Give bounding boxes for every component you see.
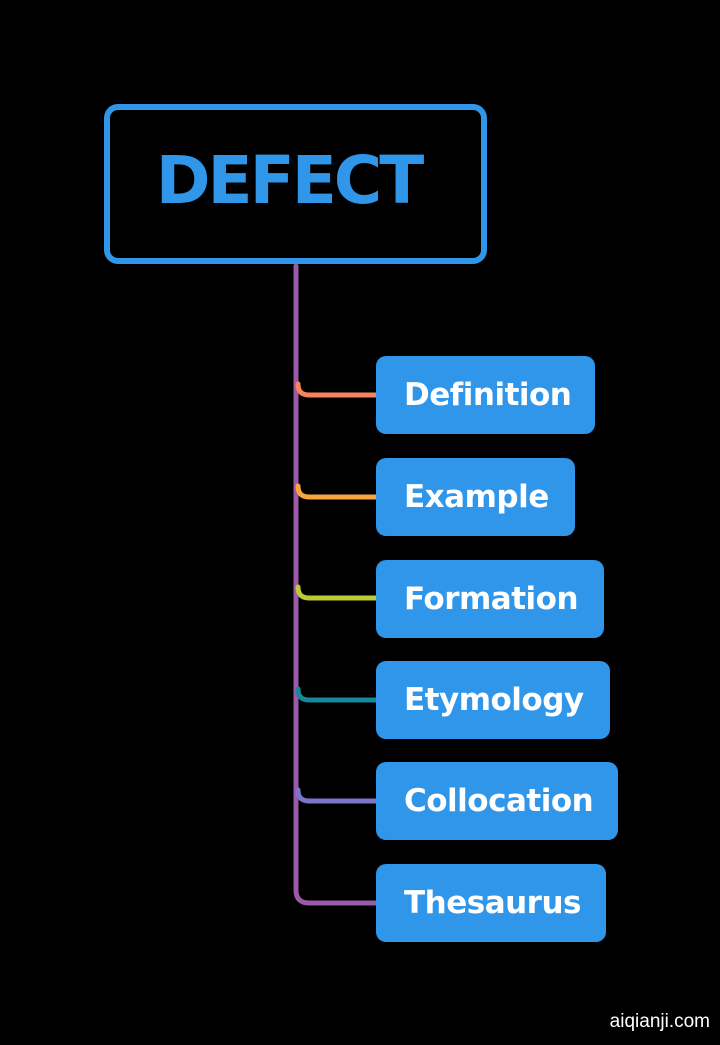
- node-definition[interactable]: Definition: [376, 356, 595, 434]
- node-thesaurus[interactable]: Thesaurus: [376, 864, 606, 942]
- connector-collocation: [295, 787, 381, 804]
- root-title: DEFECT: [155, 142, 424, 219]
- connector-formation: [295, 584, 381, 601]
- node-etymology[interactable]: Etymology: [376, 661, 610, 739]
- node-label: Formation: [404, 581, 579, 617]
- connector-example: [295, 483, 381, 500]
- node-label: Example: [404, 479, 549, 515]
- connector-etymology: [295, 686, 381, 703]
- node-formation[interactable]: Formation: [376, 560, 604, 638]
- node-label: Thesaurus: [404, 885, 582, 921]
- node-label: Collocation: [404, 783, 594, 819]
- node-label: Etymology: [404, 682, 584, 718]
- root-node: DEFECT: [104, 104, 487, 264]
- node-collocation[interactable]: Collocation: [376, 762, 618, 840]
- node-label: Definition: [404, 377, 572, 413]
- watermark-text: aiqianji.com: [609, 1011, 710, 1032]
- node-example[interactable]: Example: [376, 458, 575, 536]
- connector-definition: [295, 381, 381, 398]
- trunk-line: [293, 263, 381, 906]
